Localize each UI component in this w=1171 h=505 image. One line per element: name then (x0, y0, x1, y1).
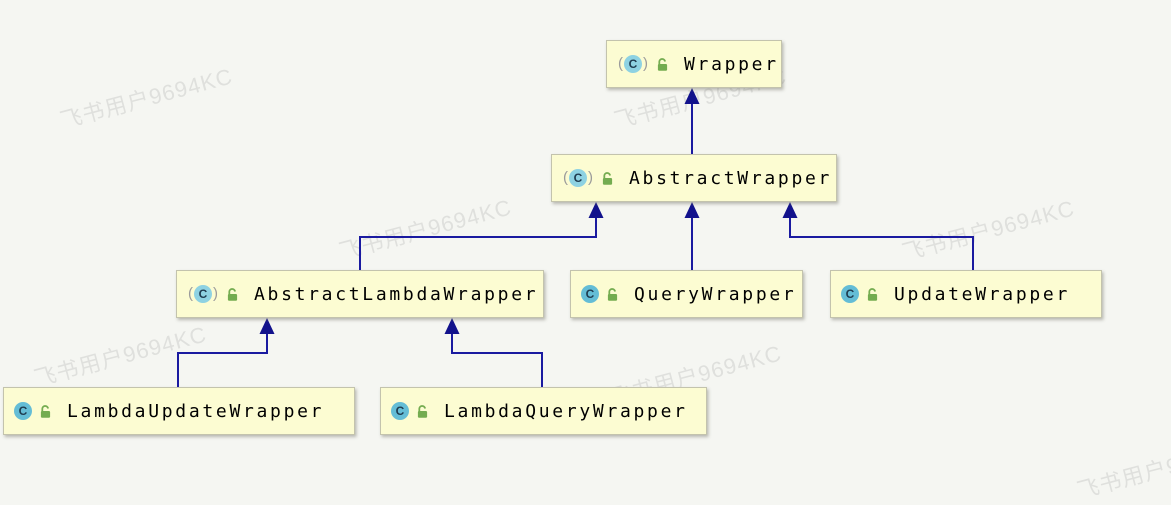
class-node-query-wrapper: C QueryWrapper (570, 270, 803, 318)
inheritance-edge-lambda-update-wrapper-to-abstract-lambda-wrapper (177, 334, 268, 387)
inheritance-edges-layer (177, 88, 974, 387)
abstract-paren-left: ( (188, 285, 193, 302)
class-letter-badge: C (391, 402, 409, 420)
abstract-class-icon: (C) (187, 285, 219, 303)
class-icon: C (581, 285, 599, 303)
abstract-paren-left: ( (618, 55, 623, 72)
class-name-label: LambdaUpdateWrapper (67, 400, 325, 422)
open-lock-icon (657, 57, 668, 71)
class-name-label: LambdaQueryWrapper (444, 400, 688, 422)
class-node-lambda-query-wrapper: C LambdaQueryWrapper (380, 387, 707, 435)
class-icon: C (14, 402, 32, 420)
inheritance-edge-abstract-lambda-wrapper-to-abstract-wrapper (359, 218, 597, 270)
inheritance-edge-update-wrapper-to-abstract-wrapper (789, 218, 974, 270)
class-letter-badge: C (581, 285, 599, 303)
class-name-label: UpdateWrapper (894, 283, 1070, 305)
class-icon: C (841, 285, 859, 303)
class-letter-badge: C (624, 55, 642, 73)
abstract-paren-right: ) (588, 169, 593, 186)
open-lock-icon (417, 404, 428, 418)
abstract-paren-right: ) (643, 55, 648, 72)
arrowhead-icon (782, 202, 798, 218)
abstract-paren-left: ( (563, 169, 568, 186)
arrowhead-icon (684, 202, 700, 218)
class-node-update-wrapper: C UpdateWrapper (830, 270, 1102, 318)
inheritance-edge-lambda-query-wrapper-to-abstract-lambda-wrapper (451, 334, 543, 387)
class-node-wrapper: (C) Wrapper (606, 40, 782, 88)
class-node-lambda-update-wrapper: C LambdaUpdateWrapper (3, 387, 355, 435)
open-lock-icon (227, 287, 238, 301)
open-lock-icon (40, 404, 51, 418)
open-lock-icon (607, 287, 618, 301)
open-lock-icon (602, 171, 613, 185)
open-lock-icon (867, 287, 878, 301)
abstract-class-icon: (C) (617, 55, 649, 73)
class-letter-badge: C (569, 169, 587, 187)
class-icon: C (391, 402, 409, 420)
class-nodes-layer: (C)Wrapper(C)AbstractWrapper(C)AbstractL… (3, 40, 1102, 435)
arrowhead-icon (259, 318, 275, 334)
class-node-abstract-lambda-wrapper: (C) AbstractLambdaWrapper (176, 270, 544, 318)
class-letter-badge: C (14, 402, 32, 420)
arrowhead-icon (684, 88, 700, 104)
arrowhead-icon (444, 318, 460, 334)
class-name-label: AbstractWrapper (629, 167, 833, 189)
class-name-label: Wrapper (684, 53, 779, 75)
class-name-label: QueryWrapper (634, 283, 797, 305)
abstract-class-icon: (C) (562, 169, 594, 187)
abstract-paren-right: ) (213, 285, 218, 302)
class-name-label: AbstractLambdaWrapper (254, 283, 539, 305)
class-letter-badge: C (194, 285, 212, 303)
class-node-abstract-wrapper: (C) AbstractWrapper (551, 154, 837, 202)
arrowhead-icon (588, 202, 604, 218)
class-letter-badge: C (841, 285, 859, 303)
